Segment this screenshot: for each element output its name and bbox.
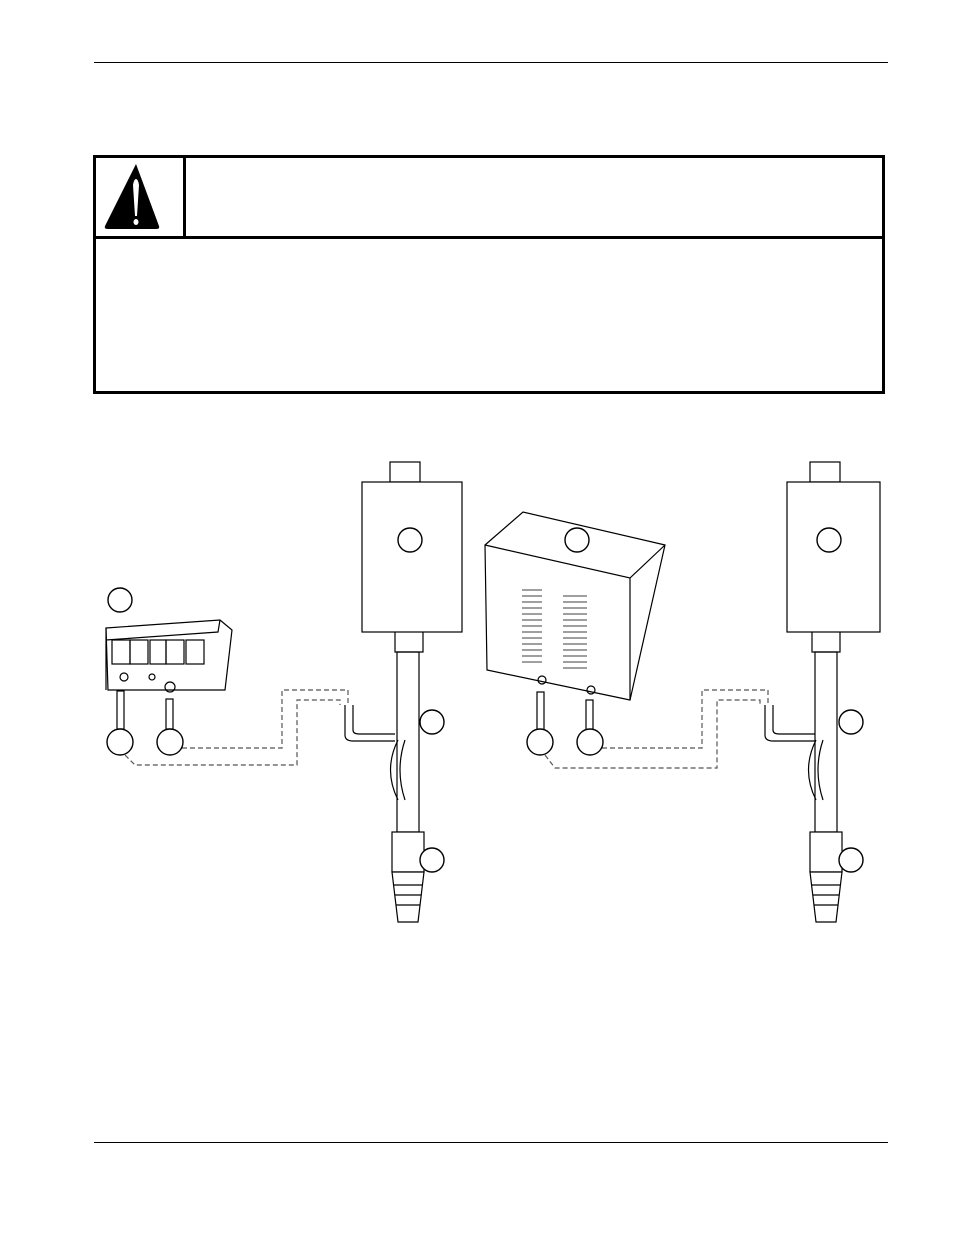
warning-box xyxy=(93,155,885,394)
callout-circles xyxy=(106,527,864,873)
torch-right xyxy=(764,461,881,923)
hose-dashed xyxy=(124,689,769,769)
warning-header xyxy=(96,158,882,239)
torch-left xyxy=(344,461,463,923)
header-rule xyxy=(94,62,888,63)
warning-icon-cell xyxy=(96,158,186,236)
cooler-box xyxy=(484,511,666,731)
warning-triangle-icon xyxy=(104,164,160,229)
distribution-block xyxy=(105,619,233,730)
footer-rule xyxy=(94,1142,888,1143)
